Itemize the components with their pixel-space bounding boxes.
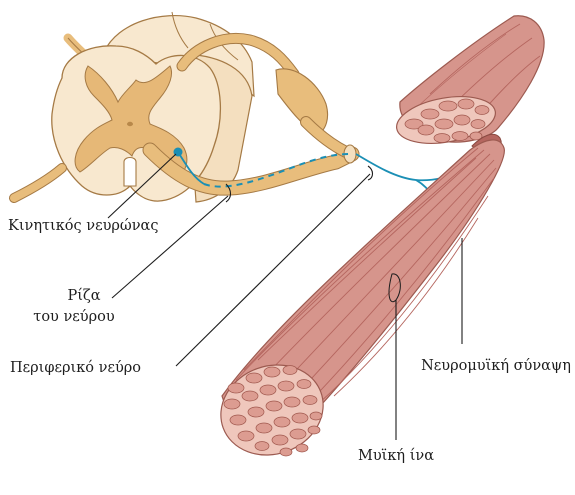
anterior-fissure xyxy=(124,158,136,187)
label-nerve-root-line2: του νεύρου xyxy=(33,309,115,325)
spinal-cord xyxy=(14,12,356,202)
central-canal xyxy=(127,122,133,126)
leader-nerve-root xyxy=(112,196,228,298)
label-muscle-fiber: Μυϊκή ίνα xyxy=(358,447,434,464)
muscle xyxy=(208,16,544,469)
label-motor-neuron: Κινητικός νευρώνας xyxy=(8,218,158,234)
leader-peripheral-tick xyxy=(368,166,373,180)
label-neuromuscular-junction: Νευρομυϊκή σύναψη xyxy=(421,358,571,374)
label-nerve-root-line1: Ρίζα xyxy=(67,287,100,304)
label-peripheral-nerve: Περιφερικό νεύρο xyxy=(10,360,141,376)
